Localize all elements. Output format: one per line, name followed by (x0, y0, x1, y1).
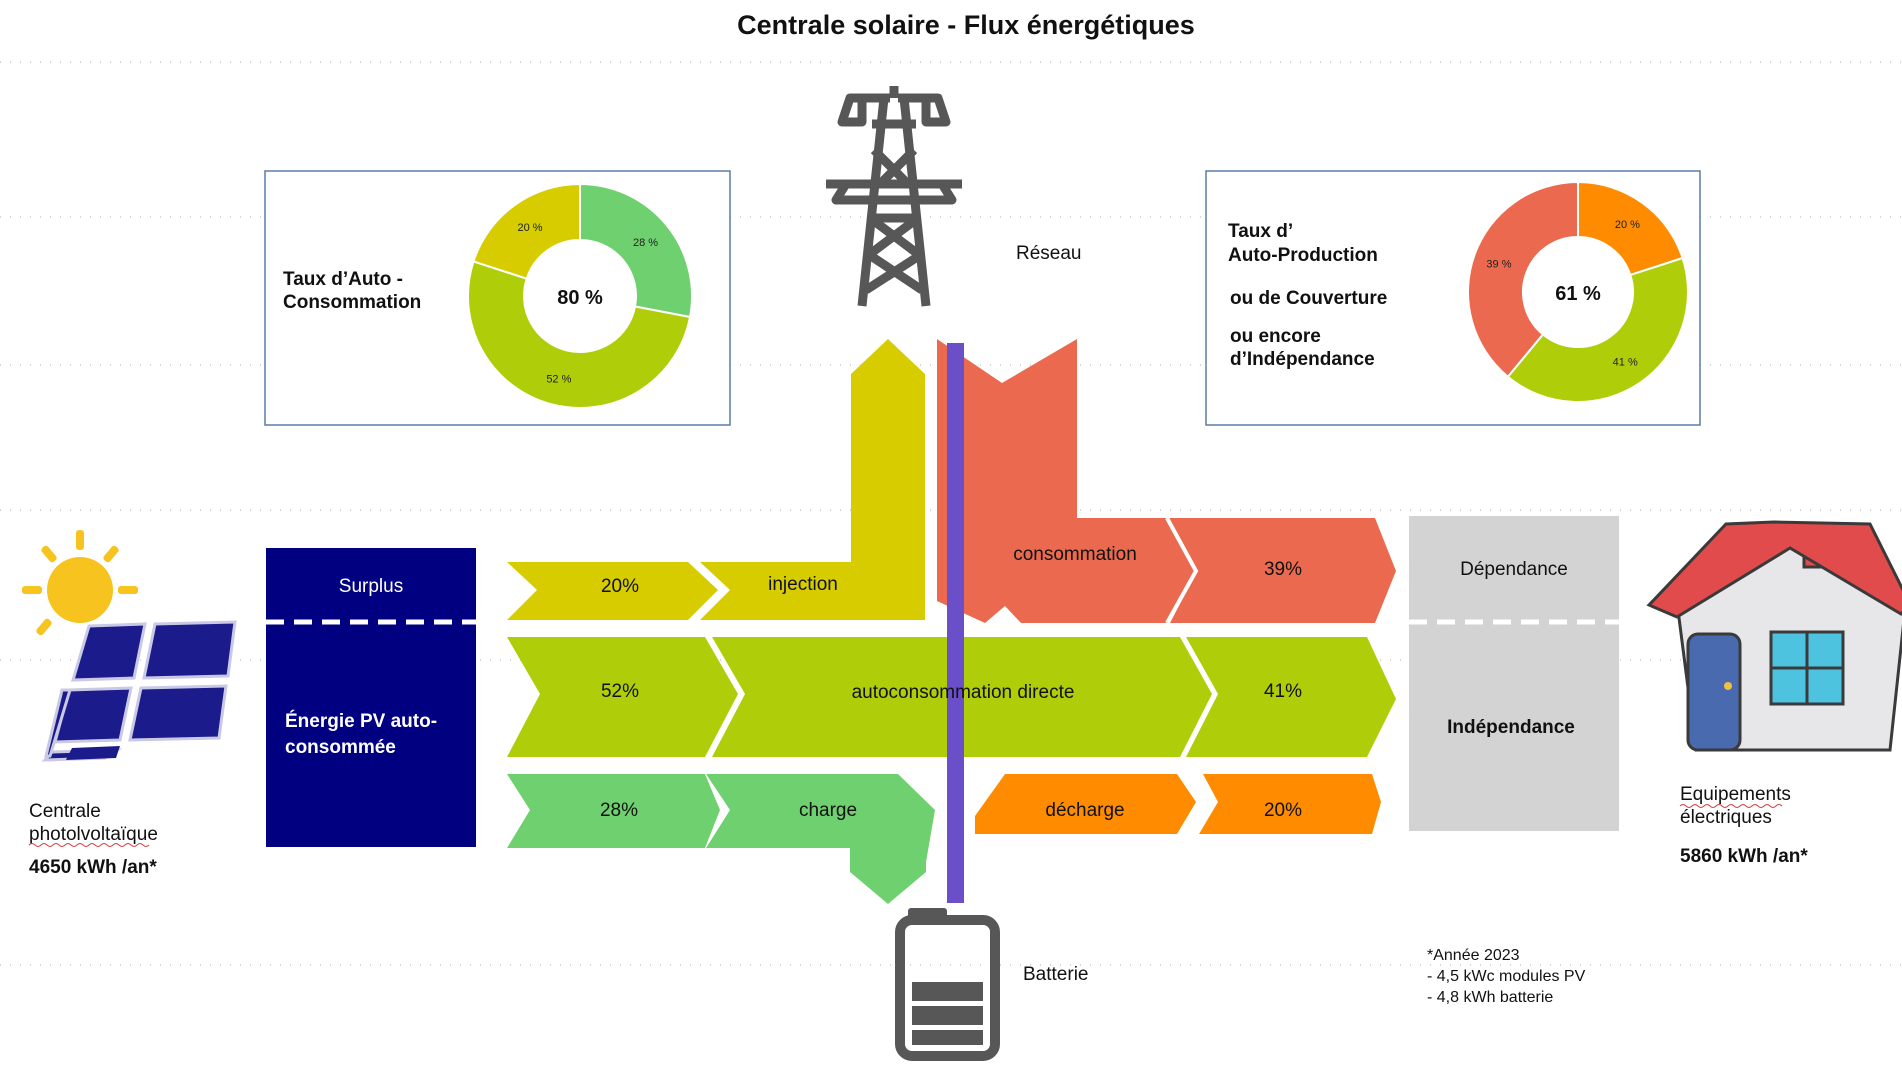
grid-connection-line (947, 343, 964, 903)
pv-label-2: photolvoltaïque (29, 824, 158, 845)
surplus-label: Surplus (339, 576, 403, 597)
page-title: Centrale solaire - Flux énergétiques (737, 10, 1195, 40)
self-production-label-5: d’Indépendance (1230, 349, 1375, 370)
discharge-flow (975, 774, 1381, 834)
self-production-slice-label-0: 20 % (1615, 219, 1640, 231)
source-column: Surplus Énergie PV auto- consommée (266, 548, 476, 847)
consumption-label: consommation (1013, 544, 1137, 565)
self-production-slice-label-1: 41 % (1613, 356, 1638, 368)
self-consumption-slice-label-2: 20 % (517, 222, 542, 234)
footnote-line-3: - 4,8 kWh batterie (1427, 989, 1553, 1006)
self-consumption-label-1: Taux d’Auto - (283, 269, 403, 290)
self-consumed-label-1: Énergie PV auto- (285, 710, 437, 732)
direct-label: autoconsommation directe (852, 682, 1075, 703)
footnote-line-2: - 4,5 kWc modules PV (1427, 968, 1586, 985)
self-production-label-4: ou encore (1230, 326, 1321, 347)
self-consumption-slice-2 (472, 182, 581, 280)
charge-label: charge (799, 800, 857, 821)
grid-import-flow (937, 339, 1396, 624)
footnote-line-1: *Année 2023 (1427, 947, 1520, 964)
self-production-panel: Taux d’ Auto-Production ou de Couverture… (1205, 170, 1701, 426)
power-pylon-icon (826, 86, 962, 307)
home-consumption: 5860 kWh /an* (1680, 846, 1808, 867)
battery-icon (895, 908, 1000, 1061)
self-consumption-slice-0 (579, 182, 693, 319)
charge-flow (507, 774, 935, 904)
self-production-center: 61 % (1555, 283, 1601, 305)
self-production-donut: 20 % 41 % 39 % (1467, 180, 1690, 404)
self-consumption-donut: 28 % 52 % 20 % (467, 182, 693, 409)
surplus-pct: 20% (601, 576, 639, 597)
self-production-slice-2 (1467, 180, 1579, 379)
pv-label-1: Centrale (29, 801, 101, 822)
injection-flow (507, 339, 925, 620)
independence-label: Indépendance (1447, 717, 1575, 738)
direct-pct-out: 41% (1264, 681, 1302, 702)
charge-pct: 28% (600, 800, 638, 821)
self-production-label-1: Taux d’ (1228, 221, 1293, 242)
home-label-2: électriques (1680, 807, 1772, 828)
self-consumption-center: 80 % (557, 287, 603, 309)
dependence-label: Dépendance (1460, 559, 1568, 580)
battery-label: Batterie (1023, 964, 1088, 985)
discharge-pct: 20% (1264, 800, 1302, 821)
self-consumption-panel: Taux d’Auto - Consommation 28 %52 %20 % … (264, 170, 731, 426)
self-consumption-slice-1 (467, 260, 692, 409)
self-consumption-slice-label-1: 52 % (546, 373, 571, 385)
self-consumption-slice-label-0: 28 % (633, 237, 658, 249)
self-production-label-3: ou de Couverture (1230, 288, 1387, 309)
home-label-1: Equipements (1680, 784, 1791, 805)
pv-production: 4650 kWh /an* (29, 857, 157, 878)
injection-label: injection (768, 574, 838, 595)
self-production-slice-1 (1506, 256, 1690, 404)
destination-column: Dépendance Indépendance (1395, 516, 1625, 831)
solar-panel-icon (22, 530, 237, 762)
direct-pct-in: 52% (601, 681, 639, 702)
grid-label: Réseau (1016, 243, 1082, 264)
self-consumed-label-2: consommée (285, 737, 396, 758)
house-icon (1646, 520, 1902, 752)
self-production-slice-label-2: 39 % (1486, 259, 1511, 271)
self-consumption-label-2: Consommation (283, 292, 421, 313)
discharge-label: décharge (1045, 800, 1124, 821)
consumption-pct: 39% (1264, 559, 1302, 580)
self-production-label-2: Auto-Production (1228, 245, 1378, 266)
